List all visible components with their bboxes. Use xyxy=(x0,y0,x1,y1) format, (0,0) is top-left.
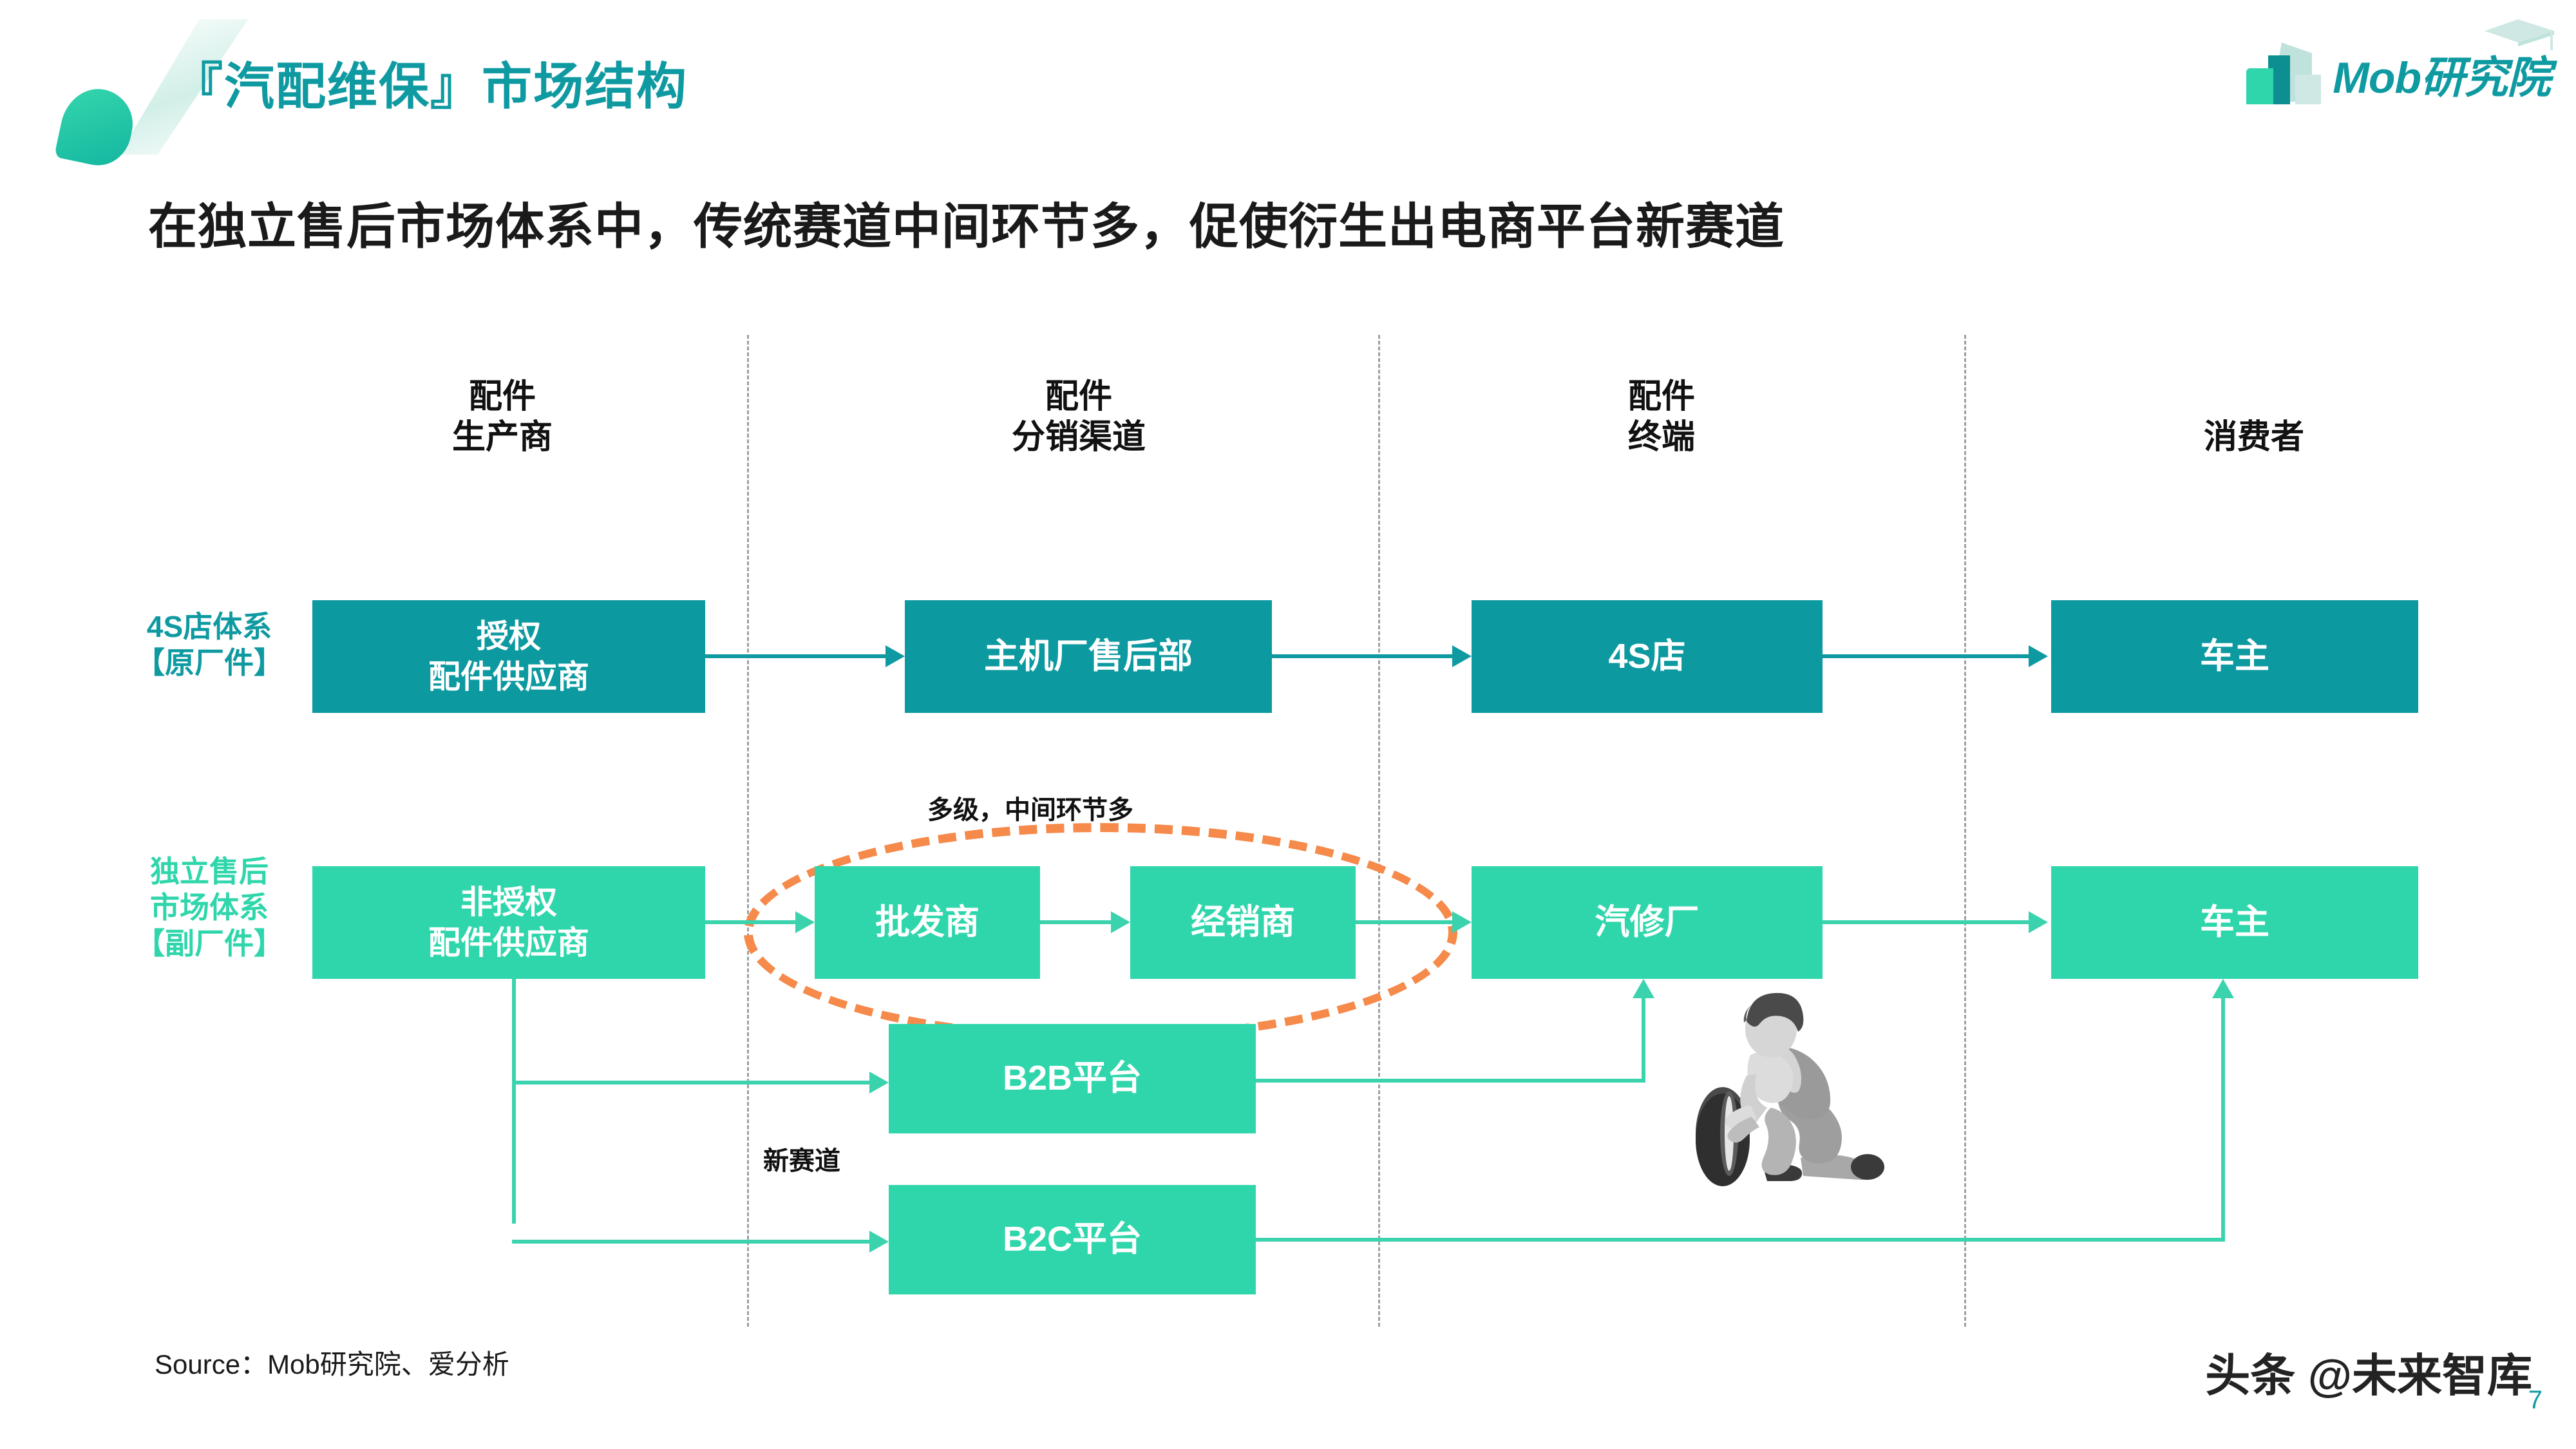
graduation-cap-icon xyxy=(2485,19,2554,50)
column-separator-1 xyxy=(747,335,749,1327)
column-header-consumer: 消费者 xyxy=(2087,417,2421,458)
connector-repair-to-owner xyxy=(1823,920,2029,924)
connector-b2b-to-repair xyxy=(1256,1079,1645,1083)
arrow-b2b-to-repair-icon xyxy=(1633,979,1654,998)
box-line1: 批发商 xyxy=(875,902,980,942)
connector-to-b2b xyxy=(512,1081,869,1084)
brand-logo-text: Mob研究院 xyxy=(2333,53,2551,102)
page-subtitle: 在独立售后市场体系中，传统赛道中间环节多，促使衍生出电商平台新赛道 xyxy=(148,200,1785,254)
watermark-text: 头条 @未来智库 xyxy=(2205,1350,2532,1401)
box-repair-shop[interactable]: 汽修厂 xyxy=(1472,866,1823,979)
column-header-line1: 配件 xyxy=(1045,378,1112,415)
box-line1: 主机厂售后部 xyxy=(984,636,1193,676)
row-label-line1: 独立售后 xyxy=(150,855,269,888)
building-icon-green-block xyxy=(2246,68,2274,104)
brand-logo: Mob研究院 xyxy=(2241,19,2554,109)
annotation-new-track: 新赛道 xyxy=(763,1147,840,1175)
connector-oem-to-4s xyxy=(1272,654,1452,658)
box-line1: 经销商 xyxy=(1191,902,1295,942)
row-label-line2: 【原厂件】 xyxy=(135,646,283,680)
box-line1: 授权 xyxy=(477,618,541,654)
connector-b2c-to-owner xyxy=(1256,1238,2225,1242)
arrow-to-b2b-icon xyxy=(869,1072,889,1094)
connector-unauth-to-wholesaler xyxy=(705,920,795,924)
box-unauthorized-parts-supplier[interactable]: 非授权 配件供应商 xyxy=(312,866,705,979)
connector-drop-to-b2b xyxy=(512,979,516,1224)
arrow-4s-to-owner-icon xyxy=(2029,645,2048,667)
page-title: 『汽配维保』市场结构 xyxy=(173,58,688,115)
arrow-oem-to-4s-icon xyxy=(1452,645,1472,667)
mechanic-with-tire-illustration xyxy=(1696,992,1884,1186)
connector-to-b2c xyxy=(512,1240,869,1244)
connector-b2b-riser xyxy=(1642,998,1645,1081)
row-label-independent-aftermarket: 独立售后 市场体系 【副厂件】 xyxy=(97,853,322,961)
arrow-unauth-to-wholesaler-icon xyxy=(795,911,815,933)
column-header-distribution: 配件 分销渠道 xyxy=(911,377,1246,459)
box-wholesaler[interactable]: 批发商 xyxy=(815,866,1040,979)
arrow-b2c-to-owner-icon xyxy=(2212,979,2234,998)
building-icon xyxy=(2241,41,2325,106)
row-label-4s-system: 4S店体系 【原厂件】 xyxy=(103,609,316,681)
source-note: Source：Mob研究院、爱分析 xyxy=(155,1349,509,1379)
box-line1: 车主 xyxy=(2200,636,2269,676)
box-car-owner-top[interactable]: 车主 xyxy=(2051,600,2418,713)
column-header-line2: 生产商 xyxy=(451,419,553,457)
box-line2: 配件供应商 xyxy=(428,924,589,961)
box-b2c-platform[interactable]: B2C平台 xyxy=(889,1185,1256,1294)
box-line1: 车主 xyxy=(2200,902,2269,942)
column-header-line2: 终端 xyxy=(1627,419,1695,457)
box-line1: 非授权 xyxy=(460,884,557,920)
box-b2b-platform[interactable]: B2B平台 xyxy=(889,1024,1256,1133)
page-number: 7 xyxy=(2528,1386,2543,1414)
box-oem-aftersales-dept[interactable]: 主机厂售后部 xyxy=(905,600,1272,713)
box-line1: 汽修厂 xyxy=(1595,902,1700,942)
column-separator-3 xyxy=(1964,335,1966,1327)
column-header-terminal: 配件 终端 xyxy=(1494,377,1829,459)
arrow-repair-to-owner-icon xyxy=(2029,911,2048,933)
connector-dealer-to-repair xyxy=(1356,920,1452,924)
row-label-line2: 市场体系 xyxy=(150,891,269,925)
column-header-line1: 配件 xyxy=(1627,378,1695,415)
connector-b2c-riser xyxy=(2221,998,2225,1240)
building-icon-pale-block xyxy=(2295,75,2322,104)
row-label-line3: 【副厂件】 xyxy=(135,927,283,961)
arrow-to-b2c-icon xyxy=(869,1231,889,1253)
arrow-dealer-to-repair-icon xyxy=(1452,911,1472,933)
arrow-wholesaler-to-dealer-icon xyxy=(1111,911,1130,933)
header-swoosh-decoration xyxy=(26,19,296,172)
column-header-line1: 配件 xyxy=(468,378,536,415)
box-authorized-parts-supplier[interactable]: 授权 配件供应商 xyxy=(312,600,705,713)
box-line1: 4S店 xyxy=(1608,636,1686,676)
connector-wholesaler-to-dealer xyxy=(1040,920,1111,924)
column-header-line1: 消费者 xyxy=(2203,419,2304,456)
connector-supplier-to-oem xyxy=(705,654,886,658)
arrow-supplier-to-oem-icon xyxy=(886,645,905,667)
annotation-multi-level: 多级，中间环节多 xyxy=(927,796,1133,824)
connector-4s-to-owner xyxy=(1823,654,2029,658)
column-header-parts-maker: 配件 生产商 xyxy=(335,377,670,459)
box-line1: B2C平台 xyxy=(1002,1220,1142,1259)
row-label-line1: 4S店体系 xyxy=(146,610,272,643)
box-car-owner-bottom[interactable]: 车主 xyxy=(2051,866,2418,979)
column-header-line2: 分销渠道 xyxy=(1011,419,1146,457)
box-dealer[interactable]: 经销商 xyxy=(1130,866,1356,979)
box-4s-store[interactable]: 4S店 xyxy=(1472,600,1823,713)
swoosh-leaf-icon xyxy=(53,82,140,172)
column-separator-2 xyxy=(1378,335,1380,1327)
box-line1: B2B平台 xyxy=(1002,1059,1142,1098)
box-line2: 配件供应商 xyxy=(428,658,589,695)
